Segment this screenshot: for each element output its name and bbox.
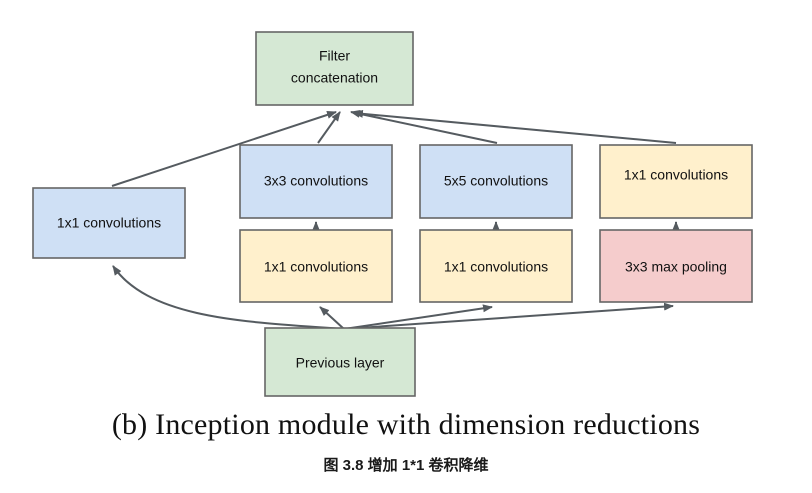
- edge-prevlayer-to-left1x1: [112, 265, 345, 330]
- inception-module-diagram: Filter concatenation 1x1 convolutions 3x…: [32, 31, 753, 397]
- right-1x1-convolutions-box[interactable]: [599, 144, 753, 219]
- reduce-1x1-convolutions-b-label: 1x1 convolutions: [444, 259, 548, 275]
- 3x3-convolutions-box[interactable]: [239, 144, 393, 219]
- reduce-1x1-convolutions-b-box[interactable]: [419, 229, 573, 303]
- left-1x1-convolutions-label: 1x1 convolutions: [57, 215, 161, 231]
- reduce-1x1-convolutions-a-label: 1x1 convolutions: [264, 259, 368, 275]
- node-3x3-max-pooling[interactable]: 3x3 max pooling: [599, 229, 753, 303]
- 5x5-convolutions-label: 5x5 convolutions: [444, 173, 548, 189]
- node-left-1x1-convolutions[interactable]: 1x1 convolutions: [32, 187, 186, 259]
- edge-group-vertical-reductions: [312, 221, 680, 231]
- edge-prevlayer-to-reduce-b: [343, 304, 493, 330]
- left-1x1-convolutions-box[interactable]: [32, 187, 186, 259]
- previous-layer-label: Previous layer: [296, 355, 385, 371]
- node-5x5-convolutions[interactable]: 5x5 convolutions: [419, 144, 573, 219]
- 3x3-convolutions-label: 3x3 convolutions: [264, 173, 368, 189]
- edge-prevlayer-to-maxpool: [343, 302, 674, 330]
- reduce-1x1-convolutions-a-box[interactable]: [239, 229, 393, 303]
- edge-left1x1-to-filterconcat: [111, 111, 337, 187]
- edge-right1x1-to-filterconcat: [353, 109, 677, 144]
- figure-caption-sub: 图 3.8 增加 1*1 卷积降维: [323, 457, 489, 474]
- edge-group-from-previous-layer: [112, 265, 674, 330]
- edge-prevlayer-to-reduce-a: [319, 306, 345, 330]
- previous-layer-box[interactable]: [264, 327, 416, 397]
- edge-group-to-filter-concatenation: [111, 109, 677, 187]
- figure-caption-main: (b) Inception module with dimension redu…: [111, 408, 701, 441]
- node-reduce-1x1-convolutions-a[interactable]: 1x1 convolutions: [239, 229, 393, 303]
- filter-concatenation-box[interactable]: [255, 31, 414, 106]
- edge-5x5-to-filterconcat: [350, 109, 498, 144]
- 5x5-convolutions-box[interactable]: [419, 144, 573, 219]
- node-3x3-convolutions[interactable]: 3x3 convolutions: [239, 144, 393, 219]
- 3x3-max-pooling-box[interactable]: [599, 229, 753, 303]
- figure-caption-area: (b) Inception module with dimension redu…: [0, 408, 812, 493]
- 3x3-max-pooling-label: 3x3 max pooling: [625, 259, 727, 275]
- right-1x1-convolutions-label: 1x1 convolutions: [624, 167, 728, 183]
- node-right-1x1-convolutions[interactable]: 1x1 convolutions: [599, 144, 753, 219]
- node-reduce-1x1-convolutions-b[interactable]: 1x1 convolutions: [419, 229, 573, 303]
- node-filter-concatenation[interactable]: Filter concatenation: [255, 31, 414, 106]
- filter-concatenation-label-line1: Filter: [319, 48, 350, 64]
- node-previous-layer[interactable]: Previous layer: [264, 327, 416, 397]
- edge-3x3-to-filterconcat: [317, 111, 341, 144]
- filter-concatenation-label-line2: concatenation: [291, 70, 378, 86]
